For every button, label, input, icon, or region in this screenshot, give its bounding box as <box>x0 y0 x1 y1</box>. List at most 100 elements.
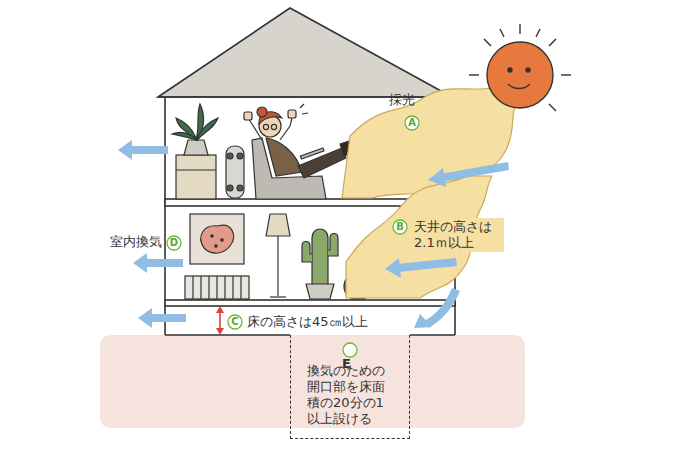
sun <box>549 104 556 111</box>
lower-room-furniture <box>270 296 286 297</box>
upper-room-furniture <box>257 107 267 117</box>
light-arrow <box>397 258 457 272</box>
height-arrow <box>219 310 221 331</box>
house <box>158 8 452 97</box>
upper-room-furniture <box>244 112 252 120</box>
upper-room-furniture <box>197 118 218 140</box>
sun <box>508 84 530 89</box>
light-arrow <box>385 258 401 278</box>
upper-room-furniture <box>300 104 304 108</box>
lower-room-furniture <box>240 276 241 299</box>
lower-room-furniture <box>211 235 213 237</box>
lower-room-furniture <box>306 284 334 299</box>
lower-room-furniture <box>232 276 233 299</box>
upper-room-furniture <box>280 118 292 140</box>
light-arrow <box>385 162 509 328</box>
ground <box>100 335 525 428</box>
callout-label: 室内換気 <box>110 234 162 250</box>
light-arrow <box>428 168 446 187</box>
ground <box>100 335 525 428</box>
sun <box>519 24 520 34</box>
circle-outline <box>342 342 358 358</box>
height-arrow <box>216 328 224 335</box>
lower-room-furniture <box>192 276 193 299</box>
upper-room-furniture <box>237 185 243 191</box>
height-arrow <box>216 306 224 335</box>
upper-room-furniture <box>172 132 196 140</box>
callout-label: 床の高さは45㎝以上 <box>247 314 368 330</box>
house <box>165 300 455 306</box>
circle-outline <box>405 116 419 130</box>
upper-room-furniture <box>266 138 302 176</box>
upper-room-furniture <box>237 153 243 159</box>
lower-room-furniture <box>200 276 201 299</box>
upper-room-furniture <box>184 140 208 155</box>
lower-room-furniture <box>216 276 217 299</box>
upper-room-furniture <box>300 148 324 159</box>
callout-label: 採光 <box>389 92 415 108</box>
airflow-arrow <box>150 314 186 322</box>
lower-room-furniture <box>190 214 244 264</box>
letter-circle: D <box>166 235 182 251</box>
sun <box>526 68 530 72</box>
lower-room-furniture <box>201 225 234 253</box>
upper-room-furniture <box>271 124 276 129</box>
callout-letter: A <box>408 118 416 128</box>
upper-room-furniture <box>302 113 308 114</box>
circle-outline <box>167 236 181 250</box>
callout-label: 天井の高さは 2.1ｍ以上 <box>412 218 504 252</box>
airflow-arrow <box>130 146 168 154</box>
house <box>410 334 455 336</box>
airflow-arrow <box>138 308 152 328</box>
upper-room-furniture <box>248 118 262 140</box>
lower-room-furniture <box>302 242 312 263</box>
sun <box>484 39 491 46</box>
upper-room-furniture <box>298 148 346 178</box>
callout-letter: D <box>170 238 178 248</box>
letter-circle: C <box>227 314 243 330</box>
light-arrow <box>440 162 509 182</box>
lower-room-furniture <box>224 276 225 299</box>
callout-letter: C <box>231 317 238 327</box>
airflow-arrow <box>118 140 132 160</box>
sun <box>561 74 571 75</box>
crawl-space-region: 換気のための 開口部を床面 積の20分の1 以上設けるE <box>290 335 410 439</box>
airflow-arrow <box>145 259 183 267</box>
upper-room-furniture <box>227 185 233 191</box>
lower-room-furniture <box>328 234 338 257</box>
sunlight-beam <box>342 88 516 298</box>
letter-circle: A <box>404 115 420 131</box>
upper-room-furniture <box>176 169 216 170</box>
upper-room-furniture <box>226 146 244 198</box>
height-arrow <box>216 306 224 313</box>
lower-room-furniture <box>221 239 223 241</box>
lower-room-furniture <box>185 214 372 299</box>
circle-outline <box>393 220 407 234</box>
sun <box>536 29 540 37</box>
lower-room-furniture <box>215 245 217 247</box>
callout-letter: B <box>396 222 404 232</box>
house <box>165 334 290 336</box>
letter-circle: B <box>392 219 408 235</box>
lower-room-furniture <box>277 236 278 296</box>
sun <box>469 74 479 75</box>
light-arrow <box>414 314 432 328</box>
letter-circle: E <box>342 342 358 358</box>
sun <box>469 24 571 111</box>
circle-outline <box>343 343 357 357</box>
callout-letter: E <box>342 328 358 372</box>
airflow-arrow <box>133 253 147 273</box>
circle-outline <box>228 315 242 329</box>
upper-room-furniture <box>172 104 354 199</box>
sun <box>500 29 504 37</box>
upper-room-furniture <box>288 110 296 118</box>
upper-room-furniture <box>263 124 268 129</box>
lower-room-furniture <box>185 276 249 299</box>
sun <box>487 42 553 108</box>
lower-room-furniture <box>208 276 209 299</box>
upper-room-furniture <box>227 153 233 159</box>
lower-room-furniture <box>266 214 290 236</box>
light-arrow <box>424 288 460 328</box>
sun <box>508 68 512 72</box>
